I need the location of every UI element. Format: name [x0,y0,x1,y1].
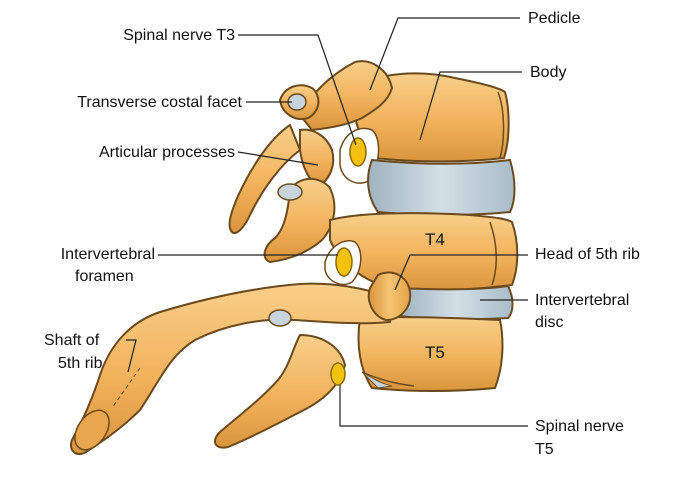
t4-t5-disc [400,286,513,319]
label-body: Body [530,63,566,82]
label-intervertebral-foramen-2: foramen [75,267,134,286]
lower-spinous-process [215,335,345,448]
label-articular-processes: Articular processes [99,143,235,162]
label-intervertebral-disc-1: Intervertebral [535,291,629,310]
label-intervertebral-foramen-1: Intervertebral [61,245,155,264]
spinal-nerve-t3-shape [350,138,366,166]
label-transverse-costal-facet: Transverse costal facet [77,93,242,112]
label-pedicle: Pedicle [528,9,580,28]
rib-5-head [369,272,410,320]
label-t5: T5 [425,343,445,363]
t3-t4-disc [368,160,514,215]
spinal-nerve-t5-shape [331,363,345,385]
label-shaft-1: Shaft of [44,331,99,350]
label-shaft-2: 5th rib [58,354,102,373]
spinal-nerve-t4-shape [336,248,352,276]
label-spinal-nerve-t5-2: T5 [535,440,554,459]
label-intervertebral-disc-2: disc [535,313,563,332]
label-spinal-nerve-t5-1: Spinal nerve [535,417,624,436]
label-head-of-5th-rib: Head of 5th rib [535,245,640,264]
articular-process [300,130,333,186]
label-spinal-nerve-t3: Spinal nerve T3 [123,26,235,45]
label-t4: T4 [425,230,445,250]
